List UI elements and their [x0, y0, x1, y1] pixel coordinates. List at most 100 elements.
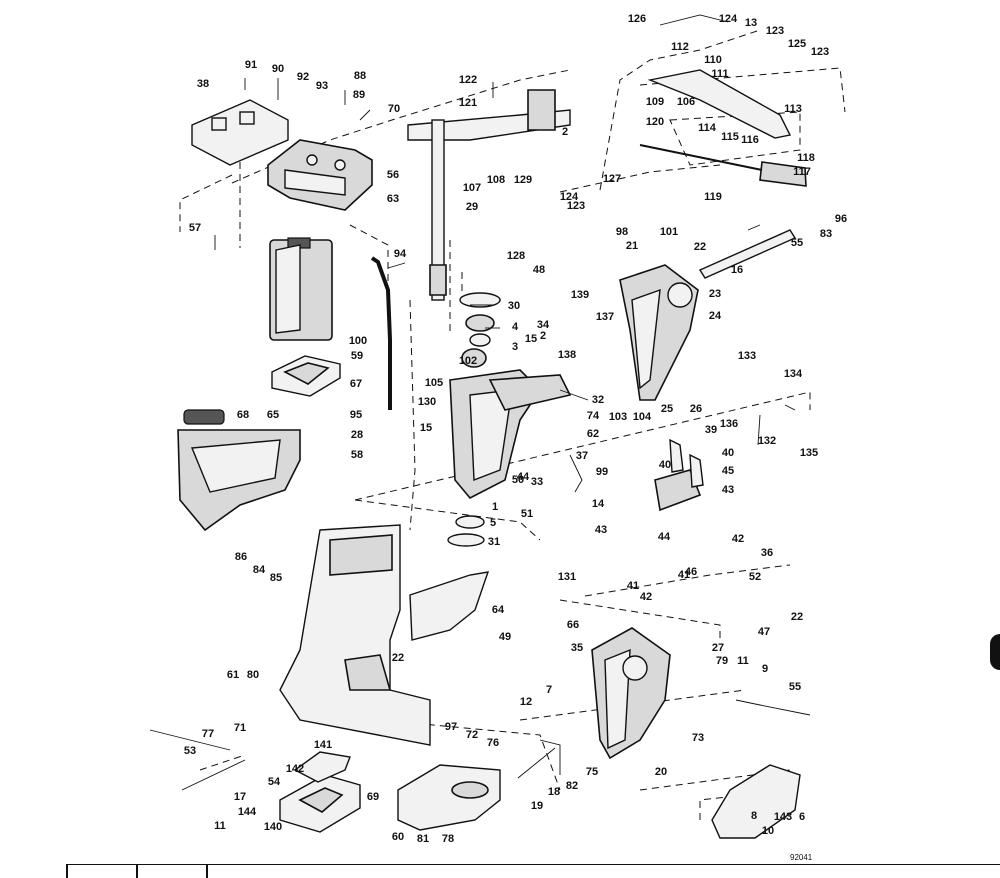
- part-adapter-housing: [267, 139, 373, 211]
- callout-68: 68: [237, 409, 249, 421]
- callout-119: 119: [704, 191, 722, 203]
- callout-83: 83: [820, 228, 832, 240]
- callout-17: 17: [234, 791, 246, 803]
- callout-5: 5: [490, 517, 496, 529]
- callout-9: 9: [762, 663, 768, 675]
- part-exhaust-cover: [269, 237, 333, 341]
- part-gasket-69: [293, 751, 351, 783]
- callout-72: 72: [466, 729, 478, 741]
- callout-21: 21: [626, 240, 638, 252]
- callout-71: 71: [234, 722, 246, 734]
- callout-19: 19: [531, 800, 543, 812]
- callout-2: 2: [562, 126, 568, 138]
- callout-134: 134: [784, 368, 803, 380]
- callout-40: 40: [722, 447, 734, 459]
- callout-67: 67: [350, 378, 362, 390]
- callout-93: 93: [316, 80, 328, 92]
- callout-99: 99: [596, 466, 608, 478]
- part-stern-bracket-27: [591, 627, 671, 760]
- callout-7: 7: [546, 684, 552, 696]
- callout-2: 2: [540, 330, 546, 342]
- part-gasket-67: [271, 355, 341, 397]
- callout-20: 20: [655, 766, 667, 778]
- callout-62: 62: [587, 428, 599, 440]
- callout-43: 43: [595, 524, 607, 536]
- callout-124: 124: [719, 13, 738, 25]
- part-steering-arm: [407, 89, 571, 141]
- callout-105: 105: [425, 377, 443, 389]
- callout-79: 79: [716, 655, 728, 667]
- callout-15: 15: [420, 422, 432, 434]
- callout-91: 91: [245, 59, 257, 71]
- callout-11: 11: [737, 655, 749, 667]
- callout-74: 74: [587, 410, 600, 422]
- callout-38: 38: [197, 78, 209, 90]
- callout-78: 78: [442, 833, 454, 845]
- callout-138: 138: [558, 349, 576, 361]
- callout-109: 109: [646, 96, 664, 108]
- callout-128: 128: [507, 250, 525, 262]
- part-bushings-stack: [447, 292, 501, 547]
- callout-48: 48: [533, 264, 545, 276]
- callout-100: 100: [349, 335, 367, 347]
- callout-64: 64: [492, 604, 505, 616]
- part-lower-motor-cover: [177, 409, 301, 532]
- callout-60: 60: [392, 831, 404, 843]
- part-clamp-screw-6: [711, 764, 801, 839]
- callout-1: 1: [492, 501, 498, 513]
- callout-42: 42: [732, 533, 744, 545]
- callout-80: 80: [247, 669, 259, 681]
- callout-59: 59: [351, 350, 363, 362]
- callout-27: 27: [712, 642, 724, 654]
- callout-98: 98: [616, 226, 628, 238]
- callout-13: 13: [745, 17, 757, 29]
- callout-123: 123: [766, 25, 784, 37]
- part-swivel-bracket: [449, 369, 572, 500]
- callout-137: 137: [596, 311, 614, 323]
- callout-84: 84: [253, 564, 266, 576]
- callout-127: 127: [603, 173, 621, 185]
- callout-25: 25: [661, 403, 673, 415]
- callout-103: 103: [609, 411, 627, 423]
- callout-57: 57: [189, 222, 201, 234]
- callout-28: 28: [351, 429, 363, 441]
- callout-96: 96: [835, 213, 847, 225]
- callout-131: 131: [558, 571, 576, 583]
- callout-76: 76: [487, 737, 499, 749]
- callout-29: 29: [466, 201, 478, 213]
- callout-32: 32: [592, 394, 604, 406]
- callout-54: 54: [268, 776, 281, 788]
- callout-88: 88: [354, 70, 366, 82]
- callout-114: 114: [698, 122, 717, 134]
- callout-123: 123: [567, 200, 585, 212]
- callout-42: 42: [640, 591, 652, 603]
- callout-22: 22: [791, 611, 803, 623]
- callout-52: 52: [749, 571, 761, 583]
- callout-66: 66: [567, 619, 579, 631]
- callout-12: 12: [520, 696, 532, 708]
- callout-47: 47: [758, 626, 770, 638]
- callout-90: 90: [272, 63, 284, 75]
- callout-94: 94: [394, 248, 407, 260]
- callout-35: 35: [571, 642, 583, 654]
- callout-142: 142: [286, 763, 304, 775]
- part-reverse-lock-45: [654, 438, 704, 512]
- callout-63: 63: [387, 193, 399, 205]
- callout-15: 15: [525, 333, 537, 345]
- callout-116: 116: [741, 134, 759, 146]
- callout-23: 23: [709, 288, 721, 300]
- callout-104: 104: [633, 411, 652, 423]
- callout-16: 16: [731, 264, 743, 276]
- callout-95: 95: [350, 409, 362, 421]
- part-stern-bracket-23: [619, 264, 699, 401]
- callout-30: 30: [508, 300, 520, 312]
- callout-135: 135: [800, 447, 818, 459]
- callout-6: 6: [799, 811, 805, 823]
- part-gasket-60: [279, 774, 361, 833]
- callout-61: 61: [227, 669, 239, 681]
- callout-112: 112: [671, 41, 689, 53]
- callout-55: 55: [791, 237, 803, 249]
- callout-132: 132: [758, 435, 776, 447]
